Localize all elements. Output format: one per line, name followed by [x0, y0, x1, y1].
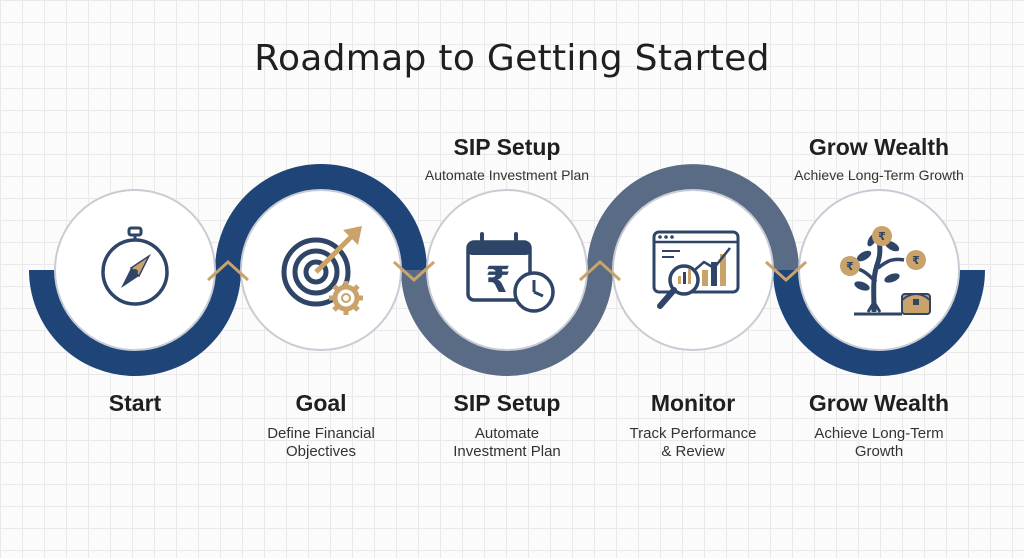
step-title: Goal — [295, 390, 347, 416]
step-description: Define Financial Objectives — [267, 425, 375, 460]
band-segment-3 — [401, 269, 613, 376]
step-title: Start — [108, 390, 162, 416]
analytics-magnifier-icon — [652, 230, 740, 309]
step-description: Automate Investment Plan — [453, 425, 561, 460]
top-label-title: Grow Wealth — [808, 134, 950, 160]
top-label-subtitle: Automate Investment Plan — [424, 167, 590, 183]
money-tree-icon: ₹ ₹ ₹ — [840, 226, 931, 316]
chevron-down-4 — [764, 260, 808, 283]
step-label-monitor: Monitor Track Performance & Review — [593, 390, 793, 461]
junction-chevrons — [206, 259, 808, 283]
top-label-grow-wealth: Grow Wealth Achieve Long-Term Growth — [779, 134, 979, 183]
band-segment-1 — [29, 269, 241, 376]
target-gear-icon — [281, 226, 363, 315]
chevron-down-2 — [392, 260, 436, 283]
step-label-sip-setup: SIP Setup Automate Investment Plan — [407, 390, 607, 461]
band-segment-4 — [587, 164, 799, 271]
top-label-sip-setup: SIP Setup Automate Investment Plan — [407, 134, 607, 183]
chevron-up-1 — [206, 259, 250, 282]
compass-icon — [101, 226, 169, 306]
step-label-grow-wealth: Grow Wealth Achieve Long-Term Growth — [779, 390, 979, 461]
step-title: Monitor — [650, 390, 736, 416]
step-label-start: Start — [35, 390, 235, 417]
step-circle-grow — [798, 189, 960, 351]
svg-text:₹: ₹ — [878, 230, 886, 243]
rupee-calendar-icon: ₹ — [466, 232, 555, 313]
step-title: Grow Wealth — [808, 390, 950, 416]
svg-text:₹: ₹ — [485, 260, 510, 301]
chevron-up-3 — [578, 259, 622, 282]
page-title: Roadmap to Getting Started — [254, 38, 770, 79]
top-label-title: SIP Setup — [453, 134, 561, 160]
band-segment-5 — [773, 269, 985, 376]
connector-band — [29, 164, 985, 376]
step-description: Achieve Long-Term Growth — [814, 425, 944, 460]
step-description: Track Performance & Review — [629, 425, 757, 460]
top-label-subtitle: Achieve Long-Term Growth — [794, 167, 964, 183]
svg-text:₹: ₹ — [912, 254, 920, 267]
band-segment-2 — [215, 164, 427, 271]
step-title: SIP Setup — [453, 390, 561, 416]
svg-text:₹: ₹ — [846, 260, 854, 273]
step-label-goal: Goal Define Financial Objectives — [221, 390, 421, 461]
